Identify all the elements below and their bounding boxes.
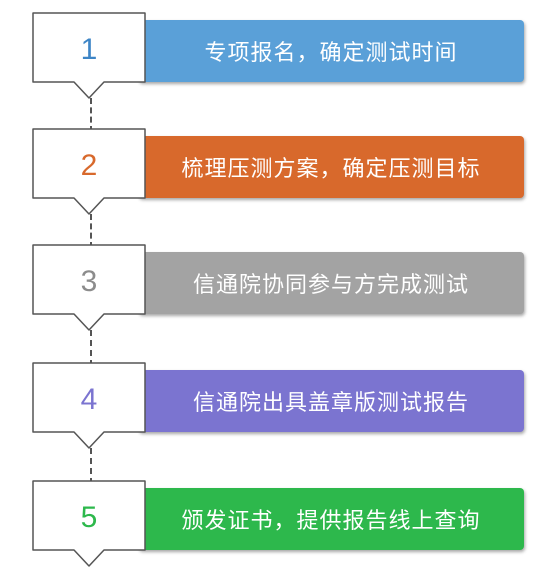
step-4-number: 4	[80, 383, 98, 416]
step-5-bar: 颁发证书，提供报告线上查询	[138, 488, 524, 550]
step-connector	[90, 330, 92, 366]
callout-shape-icon	[32, 12, 146, 99]
step-3-label: 信通院协同参与方完成测试	[192, 273, 469, 298]
step-3-callout: 3	[30, 242, 148, 338]
step-5-label: 颁发证书，提供报告线上查询	[181, 509, 481, 534]
callout-shape-icon	[32, 128, 146, 215]
step-connector	[90, 98, 92, 132]
step-1-bar: 专项报名，确定测试时间	[138, 20, 524, 82]
step-2-callout: 2	[30, 126, 148, 222]
step-4-label: 信通院出具盖章版测试报告	[192, 391, 469, 416]
step-1-callout: 1	[30, 10, 148, 106]
callout-shape-icon	[32, 480, 146, 567]
step-5-callout: 5	[30, 478, 148, 574]
step-5-number: 5	[80, 501, 98, 534]
step-2-label: 梳理压测方案，确定压测目标	[181, 157, 481, 182]
step-3-number: 3	[80, 265, 98, 298]
step-connector	[90, 214, 92, 248]
step-1-label: 专项报名，确定测试时间	[204, 41, 458, 66]
step-2-bar: 梳理压测方案，确定压测目标	[138, 136, 524, 198]
callout-shape-icon	[32, 362, 146, 449]
step-4-callout: 4	[30, 360, 148, 456]
step-3-bar: 信通院协同参与方完成测试	[138, 252, 524, 314]
step-4-bar: 信通院出具盖章版测试报告	[138, 370, 524, 432]
step-connector	[90, 448, 92, 484]
step-2-number: 2	[80, 149, 98, 182]
callout-shape-icon	[32, 244, 146, 331]
step-1-number: 1	[80, 33, 98, 66]
